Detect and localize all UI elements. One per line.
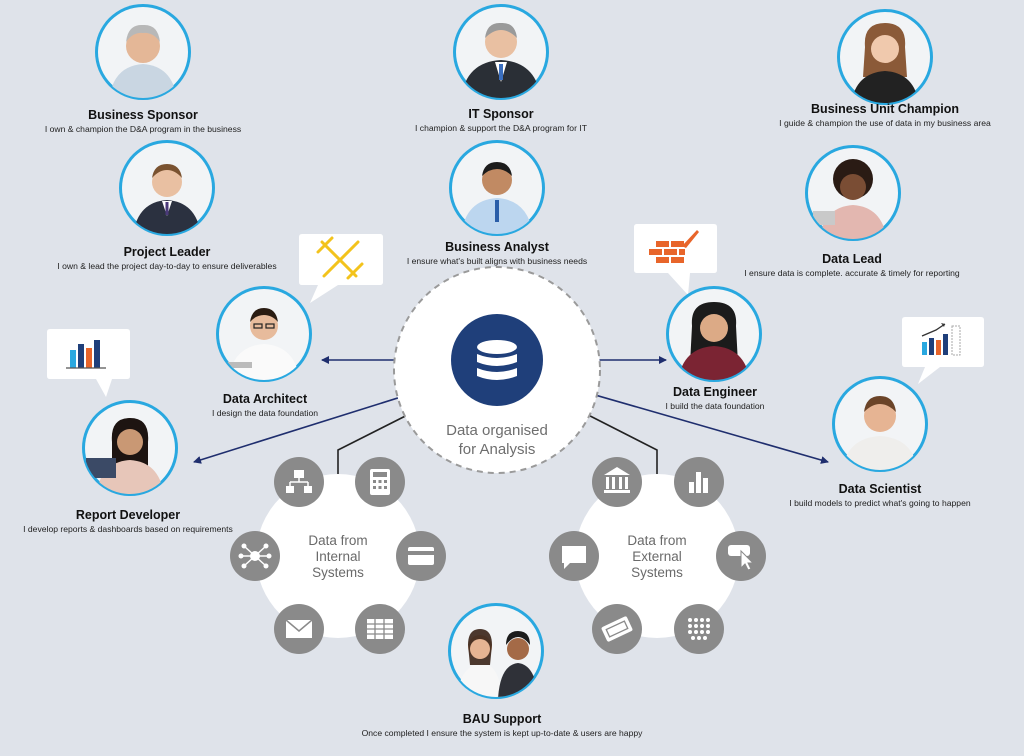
it-sponsor-avatar (453, 4, 549, 100)
role-data-scientist: Data Scientist I build models to predict… (772, 482, 988, 508)
role-bau-support: BAU Support Once completed I ensure the … (352, 712, 652, 738)
database-icon (477, 340, 517, 380)
trend-chart-icon (921, 323, 961, 356)
external-line2: External (632, 549, 682, 564)
pencil-ruler-icon (316, 236, 364, 280)
bar-chart-color-icon (66, 340, 106, 369)
role-title: Report Developer (75, 508, 181, 522)
role-desc: I ensure data is complete. accurate & ti… (744, 268, 960, 278)
role-title: Business Unit Champion (811, 102, 959, 116)
speech-bubble-architect (299, 234, 383, 303)
spreadsheet-icon (355, 604, 405, 654)
role-desc: I build the data foundation (665, 401, 765, 411)
network-icon (230, 531, 280, 581)
business-analyst-avatar (449, 140, 545, 236)
envelope-icon (274, 604, 324, 654)
external-systems-cluster (549, 457, 766, 654)
internal-line2: Internal (315, 549, 361, 564)
bar-chart-icon (674, 457, 724, 507)
role-desc: I ensure what's built aligns with busine… (406, 256, 588, 266)
role-title: Data Lead (822, 252, 882, 266)
role-desc: Once completed I ensure the system is ke… (361, 728, 643, 738)
internal-line1: Data from (308, 533, 368, 548)
role-it-sponsor: IT Sponsor I champion & support the D&A … (401, 107, 601, 133)
credit-card-icon (396, 531, 446, 581)
role-desc: I guide & champion the use of data in my… (779, 118, 991, 128)
center-label: Data organised for Analysis (417, 421, 577, 459)
data-architect-avatar (216, 286, 312, 382)
role-data-lead: Data Lead I ensure data is complete. acc… (727, 252, 977, 278)
role-title: Data Architect (222, 392, 308, 406)
internal-systems-label: Data from Internal Systems (288, 533, 388, 581)
role-title: Data Engineer (672, 385, 758, 399)
role-desc: I own & lead the project day-to-day to e… (57, 261, 277, 271)
chat-bubble-icon (549, 531, 599, 581)
bau-support-avatar (448, 603, 544, 699)
center-label-line2: for Analysis (458, 441, 536, 458)
role-project-leader: Project Leader I own & lead the project … (52, 245, 282, 271)
bank-icon (592, 457, 642, 507)
role-data-architect: Data Architect I design the data foundat… (195, 392, 335, 418)
brick-wall-icon (649, 230, 699, 263)
report-developer-avatar (82, 400, 178, 496)
role-desc: I develop reports & dashboards based on … (23, 524, 233, 534)
org-chart-icon (274, 457, 324, 507)
role-desc: I build models to predict what's going t… (789, 498, 971, 508)
speech-bubble-scientist (902, 317, 984, 384)
project-leader-avatar (119, 140, 215, 236)
data-engineer-avatar (666, 286, 762, 382)
internal-line3: Systems (312, 565, 364, 580)
data-scientist-avatar (832, 376, 928, 472)
role-business-analyst: Business Analyst I ensure what's built a… (392, 240, 602, 266)
central-data-hub (393, 266, 601, 474)
role-data-engineer: Data Engineer I build the data foundatio… (652, 385, 778, 411)
role-title: Business Sponsor (88, 108, 198, 122)
role-title: Data Scientist (838, 482, 922, 496)
role-desc: I champion & support the D&A program for… (415, 123, 587, 133)
external-line3: Systems (631, 565, 683, 580)
external-line1: Data from (627, 533, 687, 548)
click-pointer-icon (716, 531, 766, 581)
role-report-developer: Report Developer I develop reports & das… (3, 508, 253, 534)
role-title: Business Analyst (445, 240, 549, 254)
calculator-icon (355, 457, 405, 507)
dots-grid-icon (674, 604, 724, 654)
role-title: BAU Support (462, 712, 542, 726)
role-desc: I own & champion the D&A program in the … (44, 124, 242, 134)
role-title: IT Sponsor (468, 107, 534, 121)
business-sponsor-avatar (95, 4, 191, 100)
role-business-sponsor: Business Sponsor I own & champion the D&… (43, 108, 243, 134)
speech-bubble-engineer (634, 224, 717, 295)
internal-systems-cluster (230, 457, 446, 654)
role-title: Project Leader (123, 245, 211, 259)
data-lead-avatar (805, 145, 901, 241)
external-systems-label: Data from External Systems (607, 533, 707, 581)
role-desc: I design the data foundation (211, 408, 319, 418)
role-business-unit-champion: Business Unit Champion I guide & champio… (770, 102, 1000, 128)
business-unit-champion-avatar (837, 9, 933, 105)
speech-bubble-report-developer (47, 329, 130, 397)
ticket-icon (592, 604, 642, 654)
center-label-line1: Data organised (446, 422, 548, 439)
